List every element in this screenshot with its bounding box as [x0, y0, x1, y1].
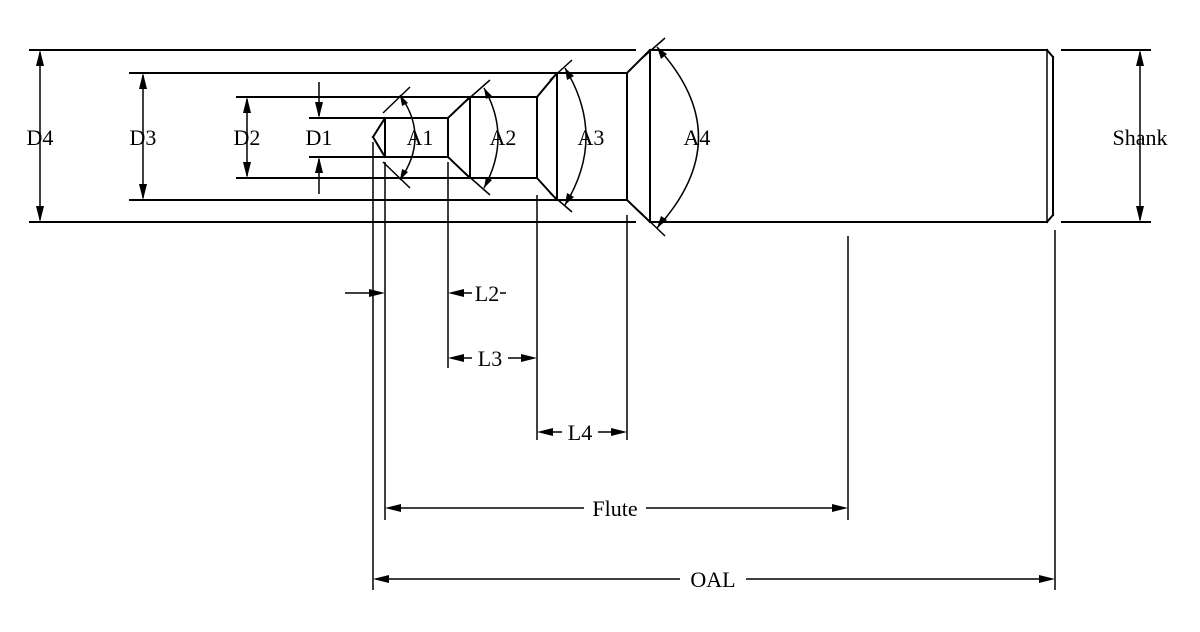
label-a3: A3 [578, 125, 605, 150]
label-flute: Flute [592, 496, 637, 521]
label-oal: OAL [690, 567, 735, 592]
label-a4: A4 [684, 125, 711, 150]
label-a1: A1 [407, 125, 434, 150]
angle-arcs [399, 46, 700, 229]
length-extension-lines [372, 142, 1056, 590]
label-d4: D4 [27, 125, 54, 150]
label-a2: A2 [490, 125, 517, 150]
angle-extension-lines [382, 37, 666, 237]
label-l2: L2 [475, 281, 499, 306]
length-dimensions [345, 289, 1055, 583]
dimension-labels: D4 D3 D2 D1 A1 A2 A3 A4 Shank L2 L3 L4 F… [27, 125, 1168, 592]
label-d1: D1 [306, 125, 333, 150]
label-d3: D3 [130, 125, 157, 150]
label-l3: L3 [478, 346, 502, 371]
diameter-dimensions [36, 50, 1144, 222]
label-shank: Shank [1113, 125, 1168, 150]
label-l4: L4 [568, 420, 592, 445]
label-d2: D2 [234, 125, 261, 150]
